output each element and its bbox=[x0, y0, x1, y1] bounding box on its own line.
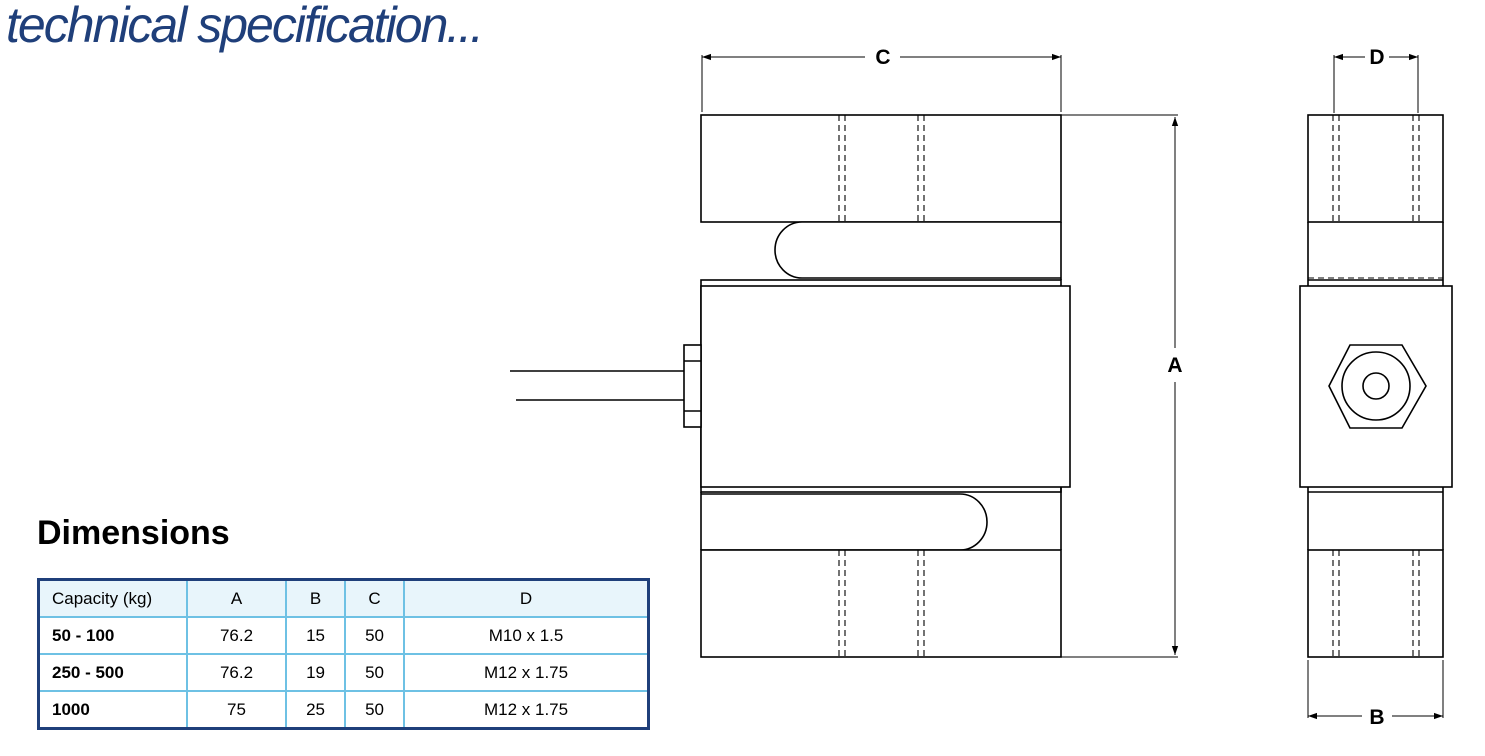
table-cell: 76.2 bbox=[185, 653, 288, 692]
table-row: 50 - 100 76.2 15 50 M10 x 1.5 bbox=[37, 616, 650, 655]
top-bolt-hole bbox=[838, 115, 925, 222]
table-cell: M12 x 1.75 bbox=[403, 653, 650, 692]
cable-gland bbox=[683, 344, 702, 428]
table-row: 1000 75 25 50 M12 x 1.75 bbox=[37, 690, 650, 730]
dimension-b bbox=[1307, 660, 1444, 720]
page-title: technical specification... bbox=[6, 0, 484, 53]
table-cell: 1000 bbox=[37, 690, 188, 730]
column-header: D bbox=[403, 578, 650, 618]
lower-slot bbox=[701, 493, 988, 551]
bottom-block bbox=[700, 549, 1062, 658]
side-bottom-block bbox=[1307, 549, 1444, 658]
upper-slot bbox=[774, 221, 1061, 279]
table-header-row: Capacity (kg) A B C D bbox=[37, 578, 650, 618]
column-header: B bbox=[285, 578, 347, 618]
table-cell: 250 - 500 bbox=[37, 653, 188, 692]
dimension-c-label: C bbox=[875, 46, 890, 69]
table-cell: 50 - 100 bbox=[37, 616, 188, 655]
table-row: 250 - 500 76.2 19 50 M12 x 1.75 bbox=[37, 653, 650, 692]
dimension-a-label: A bbox=[1167, 354, 1182, 377]
central-body-face bbox=[700, 285, 1071, 488]
gland-hole bbox=[1362, 372, 1390, 400]
table-cell: 19 bbox=[285, 653, 347, 692]
dimensions-table: Capacity (kg) A B C D 50 - 100 76.2 15 5… bbox=[37, 578, 650, 730]
front-view bbox=[510, 114, 1071, 658]
dimension-d-label: D bbox=[1369, 46, 1384, 69]
table-cell: M12 x 1.75 bbox=[403, 690, 650, 730]
table-cell: 75 bbox=[185, 690, 288, 730]
top-block bbox=[700, 114, 1062, 223]
table-cell: M10 x 1.5 bbox=[403, 616, 650, 655]
dimension-d bbox=[1333, 53, 1419, 113]
table-cell: 50 bbox=[344, 616, 406, 655]
dimensions-heading: Dimensions bbox=[37, 514, 230, 552]
table-cell: 50 bbox=[344, 690, 406, 730]
column-header: A bbox=[185, 578, 288, 618]
table-cell: 25 bbox=[285, 690, 347, 730]
dimension-c bbox=[701, 53, 1062, 112]
side-top-block bbox=[1307, 114, 1444, 223]
column-header: Capacity (kg) bbox=[37, 578, 188, 618]
table-cell: 76.2 bbox=[185, 616, 288, 655]
table-cell: 50 bbox=[344, 653, 406, 692]
side-view bbox=[1299, 114, 1453, 658]
side-thread-hidden-lines bbox=[1308, 115, 1443, 657]
column-header: C bbox=[344, 578, 406, 618]
table-cell: 15 bbox=[285, 616, 347, 655]
bottom-bolt-hole bbox=[838, 550, 925, 657]
dimension-a bbox=[1061, 114, 1179, 658]
gland-ring bbox=[1341, 351, 1411, 421]
dimension-b-label: B bbox=[1369, 706, 1384, 729]
